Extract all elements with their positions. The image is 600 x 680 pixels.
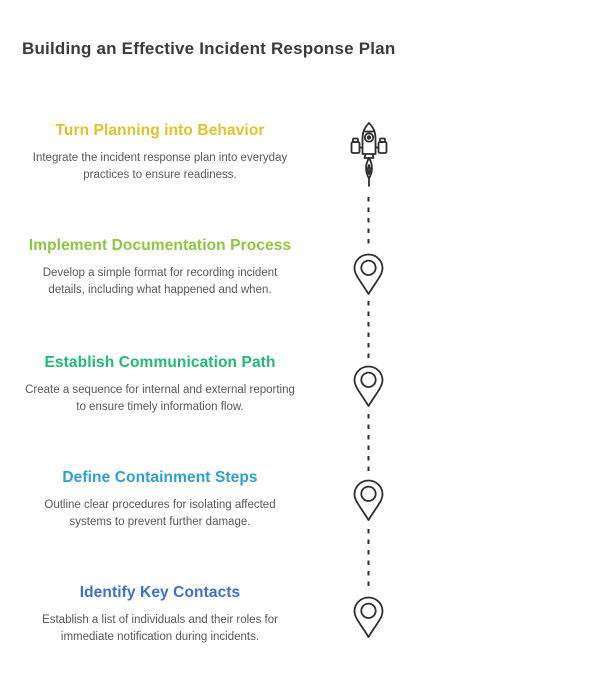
map-pin-icon — [353, 479, 384, 521]
rocket-icon — [350, 122, 388, 187]
step-documentation: Implement Documentation Process Develop … — [8, 237, 312, 299]
map-pin-icon — [353, 365, 384, 407]
timeline-dashed-connector — [367, 529, 370, 590]
step-heading: Identify Key Contacts — [79, 584, 241, 601]
timeline-dashed-connector — [367, 414, 370, 473]
step-contacts: Identify Key Contacts Establish a list o… — [8, 584, 312, 646]
step-description: Integrate the incident response plan int… — [32, 151, 288, 181]
step-description: Establish a list of individuals and thei… — [42, 613, 278, 643]
step-turn-planning: Turn Planning into Behavior Integrate th… — [8, 122, 312, 184]
step-heading: Establish Communication Path — [44, 354, 276, 371]
step-heading: Define Containment Steps — [62, 469, 258, 486]
step-heading: Implement Documentation Process — [28, 237, 292, 254]
page-title: Building an Effective Incident Response … — [22, 39, 396, 58]
map-pin-icon — [353, 596, 384, 638]
step-description: Develop a simple format for recording in… — [42, 266, 278, 296]
timeline-dashed-connector — [367, 197, 370, 248]
step-communication: Establish Communication Path Create a se… — [8, 354, 312, 416]
map-pin-icon — [353, 253, 384, 295]
timeline-dashed-connector — [367, 301, 370, 359]
step-containment: Define Containment Steps Outline clear p… — [8, 469, 312, 531]
step-description: Outline clear procedures for isolating a… — [44, 498, 276, 528]
step-description: Create a sequence for internal and exter… — [25, 383, 295, 413]
step-heading: Turn Planning into Behavior — [55, 122, 265, 139]
